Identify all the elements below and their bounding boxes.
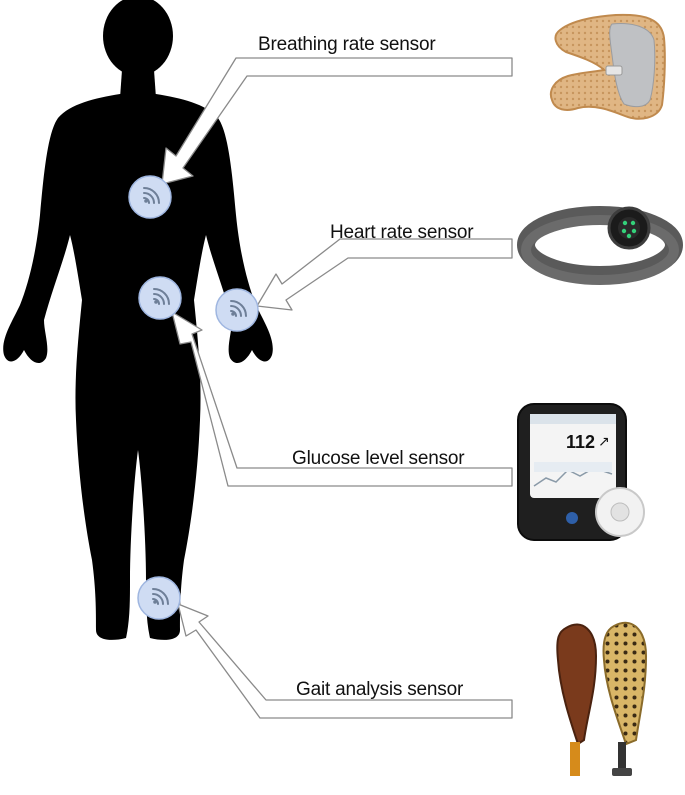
sensor-node-heart (215, 288, 259, 332)
wireless-signal-icon (230, 300, 247, 317)
arrow-breathing (161, 57, 513, 185)
glucose-level-sensor-label: Glucose level sensor (292, 448, 465, 469)
sensor-node-glucose (138, 276, 182, 320)
gait-analysis-sensor-label: Gait analysis sensor (296, 679, 464, 700)
glucose-trend-arrow: ↗ (598, 434, 610, 450)
glucose-monitor-image: 112 ↗ (517, 403, 645, 541)
sensor-nodes (128, 175, 259, 620)
wireless-signal-icon (152, 588, 169, 605)
wireless-signal-icon (153, 288, 170, 305)
arrow-heart (256, 238, 513, 311)
breathing-patch-image (549, 13, 666, 120)
wireless-signal-icon (143, 187, 160, 204)
arrow-glucose (171, 311, 513, 487)
sensor-node-gait (137, 576, 181, 620)
human-silhouette (3, 0, 273, 640)
breathing-rate-sensor-label: Breathing rate sensor (258, 34, 436, 55)
heart-rate-sensor-label: Heart rate sensor (330, 222, 474, 243)
sensor-node-breathing (128, 175, 172, 219)
glucose-reading: 112 (566, 432, 595, 452)
insole-sensor-image (556, 621, 648, 776)
chest-strap-image (517, 206, 683, 285)
arrow-gait (177, 603, 513, 719)
